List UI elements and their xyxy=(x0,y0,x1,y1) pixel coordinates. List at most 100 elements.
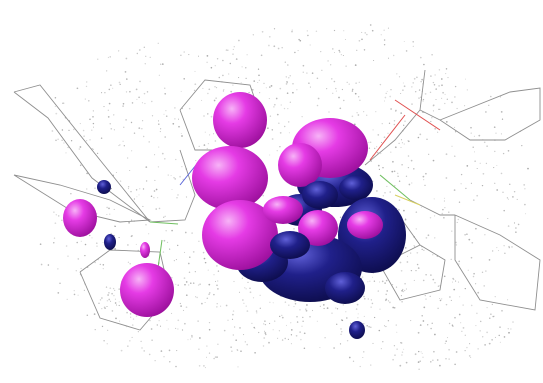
surface-dot xyxy=(141,128,143,130)
surface-dot xyxy=(118,288,121,290)
surface-dot xyxy=(89,234,91,237)
surface-dot xyxy=(424,93,427,95)
surface-dot xyxy=(114,225,116,228)
surface-dot xyxy=(341,319,344,322)
surface-dot xyxy=(284,61,286,63)
surface-dot xyxy=(194,70,196,72)
surface-dot xyxy=(403,85,406,88)
surface-dot xyxy=(79,123,81,125)
surface-dot xyxy=(324,337,326,339)
surface-dot xyxy=(417,136,420,139)
surface-dot xyxy=(233,326,236,328)
surface-dot xyxy=(380,348,382,350)
surface-dot xyxy=(366,325,368,327)
surface-dot xyxy=(459,296,461,298)
surface-dot xyxy=(434,237,436,239)
surface-dot xyxy=(73,293,76,296)
surface-dot xyxy=(76,241,78,244)
surface-dot xyxy=(198,145,200,147)
surface-dot xyxy=(475,283,477,285)
surface-dot xyxy=(477,348,479,350)
surface-dot xyxy=(410,269,413,272)
surface-dot xyxy=(127,345,129,347)
surface-dot xyxy=(156,324,158,326)
surface-dot xyxy=(395,286,398,288)
surface-dot xyxy=(111,310,114,312)
surface-dot xyxy=(158,146,160,148)
surface-dot xyxy=(198,348,200,350)
surface-dot xyxy=(476,312,478,315)
surface-dot xyxy=(434,333,436,336)
surface-dot xyxy=(280,104,282,106)
surface-dot xyxy=(400,139,403,141)
surface-dot xyxy=(419,56,422,59)
surface-dot xyxy=(112,87,114,89)
navy-lobe-small-left-2 xyxy=(104,234,116,250)
surface-dot xyxy=(354,64,357,66)
surface-dot xyxy=(511,246,513,248)
surface-dot xyxy=(291,29,293,31)
surface-dot xyxy=(148,255,150,257)
surface-dot xyxy=(277,337,279,339)
surface-dot xyxy=(284,337,286,340)
surface-dot xyxy=(130,190,132,193)
surface-dot xyxy=(391,170,394,173)
surface-dot xyxy=(84,254,86,257)
surface-dot xyxy=(417,361,420,363)
surface-dot xyxy=(373,280,376,282)
surface-dot xyxy=(55,214,57,216)
surface-dot xyxy=(47,264,50,266)
surface-dot xyxy=(351,88,354,91)
surface-dot xyxy=(403,40,405,43)
surface-dot xyxy=(379,83,382,86)
surface-dot xyxy=(433,350,435,353)
surface-dot xyxy=(107,109,109,111)
surface-dot xyxy=(179,175,182,178)
surface-dot xyxy=(483,285,485,287)
surface-dot xyxy=(192,282,195,284)
surface-dot xyxy=(303,332,306,335)
surface-dot xyxy=(488,104,490,106)
surface-dot xyxy=(115,171,117,174)
surface-dot xyxy=(197,284,200,286)
surface-dot xyxy=(118,237,120,239)
surface-dot xyxy=(432,104,435,107)
surface-dot xyxy=(396,331,398,333)
surface-dot xyxy=(101,325,104,328)
surface-dot xyxy=(393,170,396,173)
surface-dot xyxy=(512,321,514,323)
surface-dot xyxy=(293,306,295,308)
surface-dot xyxy=(232,310,235,312)
surface-dot xyxy=(401,289,403,292)
surface-dot xyxy=(254,327,256,329)
surface-dot xyxy=(383,39,386,41)
surface-dot xyxy=(139,188,141,190)
surface-dot xyxy=(420,206,422,208)
surface-dot xyxy=(371,29,374,32)
surface-dot xyxy=(502,152,505,155)
surface-dot xyxy=(131,150,133,152)
surface-dot xyxy=(109,123,111,125)
surface-dot xyxy=(78,148,81,150)
surface-dot xyxy=(113,294,115,297)
surface-dot xyxy=(340,328,342,330)
surface-dot xyxy=(430,75,432,77)
surface-dot xyxy=(330,64,332,66)
surface-dot xyxy=(284,301,287,303)
surface-dot xyxy=(484,344,486,346)
surface-dot xyxy=(99,263,101,266)
surface-dot xyxy=(213,293,215,296)
surface-dot xyxy=(53,211,55,213)
surface-dot xyxy=(229,62,232,65)
surface-dot xyxy=(232,84,234,86)
surface-dot xyxy=(180,305,182,307)
surface-dot xyxy=(216,306,218,308)
surface-dot xyxy=(281,339,284,341)
surface-dot xyxy=(110,300,112,302)
surface-dot xyxy=(453,189,456,191)
surface-dot xyxy=(400,269,403,272)
surface-dot xyxy=(441,212,444,215)
surface-dot xyxy=(149,319,151,322)
surface-dot xyxy=(129,169,131,172)
surface-dot xyxy=(76,87,79,90)
